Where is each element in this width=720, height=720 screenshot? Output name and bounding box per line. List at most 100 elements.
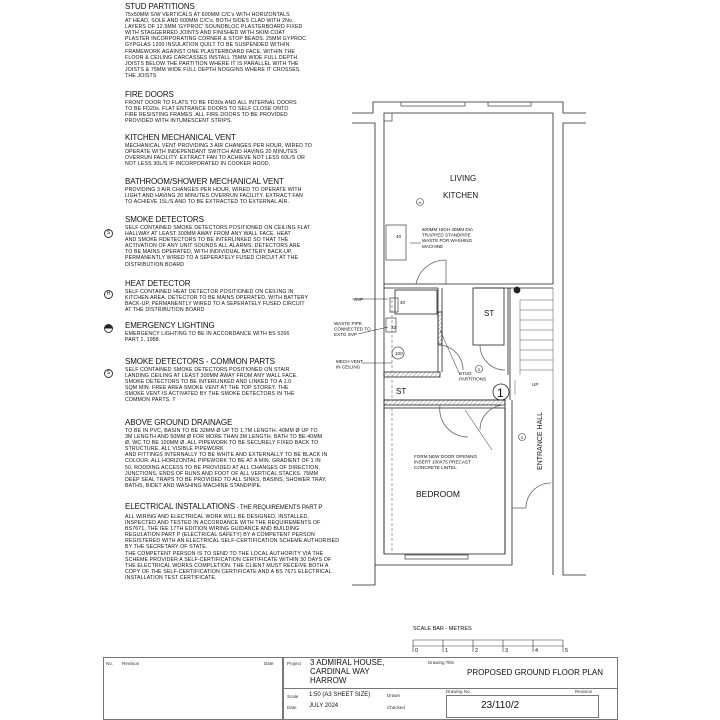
room-label-store: ST <box>396 387 406 396</box>
note-heading: BATHROOM/SHOWER MECHANICAL VENT <box>125 177 284 186</box>
scale-tick-label: 0 <box>415 648 418 654</box>
staircase <box>514 288 554 400</box>
scale-value: 1:50 (A3 SHEET SIZE) <box>309 692 371 698</box>
heat-detector-icon <box>416 198 424 206</box>
label-line: CONNECTED TO <box>334 327 371 332</box>
scale-label: Scale <box>287 694 299 699</box>
label-line: CONCRETE LINTEL <box>414 465 457 470</box>
label-line: MECH VENT <box>336 359 363 364</box>
smoke-detector-symbol-icon: S <box>104 369 113 378</box>
room-label-kitchen: KITCHEN <box>443 191 478 200</box>
project-label: Project <box>287 661 302 666</box>
note-body: EMERGENCY LIGHTING TO BE IN ACCORDANCE W… <box>125 331 290 344</box>
note-heading: STUD PARTITIONS <box>125 2 195 11</box>
label-line: 600MM HIGH 40MM DIA <box>422 227 474 232</box>
label-line: EXTG SVP <box>334 332 357 337</box>
note-heading: KITCHEN MECHANICAL VENT <box>125 133 236 142</box>
note-body: PROVIDING 3 AIR CHANGES PER HOUR, WIRED … <box>125 187 303 206</box>
room-label-store: ST <box>484 309 494 318</box>
note-body: 75x50MM S/W VERTICALS AT 600MM C/C's WIT… <box>125 12 307 79</box>
flat-number-icon <box>492 383 510 401</box>
note-heading: FIRE DOORS <box>125 90 174 99</box>
smoke-detector-letter: S <box>521 435 524 440</box>
walls <box>352 101 586 586</box>
svp-label: SVP <box>354 297 363 302</box>
drawing-no-label: Drawing No. <box>446 689 471 694</box>
heat-detector-symbol-icon: H <box>104 290 113 299</box>
date-label: Date <box>287 705 297 710</box>
note-heading: EMERGENCY LIGHTING <box>125 321 215 330</box>
pipe-size-label: 32 <box>391 325 397 330</box>
note-heading-sub: - THE REQUIREMENTS PART P <box>234 505 323 511</box>
heat-detector-letter: H <box>419 200 422 205</box>
date-label: Date <box>264 661 274 666</box>
pipe-size-label: 100 <box>395 351 403 356</box>
scale-tick-label: 4 <box>535 648 538 654</box>
note-heading: SMOKE DETECTORS - COMMON PARTS <box>125 357 275 366</box>
checked-label: Checked <box>387 705 405 710</box>
scale-tick-label: 1 <box>445 648 448 654</box>
scale-tick-label: 2 <box>475 648 478 654</box>
note-electrical: ELECTRICAL INSTALLATIONS - THE REQUIREME… <box>125 502 350 581</box>
emergency-light-icon <box>104 324 113 333</box>
stair-up-label: UP <box>532 382 538 387</box>
smoke-detector-symbol-icon: S <box>104 229 113 238</box>
note-body: SELF CONTAINED HEAT DETECTOR POSITIONED … <box>125 289 309 314</box>
label-line: WASTE PIPE <box>334 321 362 326</box>
note-body: SELF CONTAINED SMOKE DETECTORS POSITIONE… <box>125 367 298 404</box>
scale-tick-label: 5 <box>565 648 568 654</box>
note-heading: ELECTRICAL INSTALLATIONS - THE REQUIREME… <box>125 502 350 513</box>
smoke-detector-icon <box>518 433 526 441</box>
note-heading: SMOKE DETECTORS <box>125 215 204 224</box>
date-value: JULY 2024 <box>309 703 339 709</box>
smoke-detector-letter: S <box>478 367 481 372</box>
pipe-size-label: 40 <box>400 300 406 305</box>
pipe-size-label: 40 <box>396 234 402 239</box>
note-body: MECHANICAL VENT PROVIDING 3 AIR CHANGES … <box>125 143 312 168</box>
label-line: WASTE FOR WASHING <box>422 238 473 243</box>
label-line: STUD <box>459 371 472 376</box>
room-label-living: LIVING <box>450 174 476 183</box>
revision-label: Revision <box>575 689 593 694</box>
drawing-number: 23/110/2 <box>481 700 520 711</box>
label-line: TRAPPED STANDPIPE <box>422 233 471 238</box>
label-line: MACHINE <box>422 244 443 249</box>
note-body: SELF CONTAINED SMOKE DETECTORS POSITIONE… <box>125 225 311 268</box>
revision-box <box>103 657 283 720</box>
drawing-title: PROPOSED GROUND FLOOR PLAN <box>467 668 604 677</box>
drawing-no-box <box>446 695 599 718</box>
no-label: No. <box>106 661 114 666</box>
label-line: IN CEILING <box>336 365 361 370</box>
room-label-bedroom: BEDROOM <box>416 489 460 499</box>
note-heading: ABOVE GROUND DRAINAGE <box>125 418 233 427</box>
note-heading: HEAT DETECTOR <box>125 279 191 288</box>
flat-number: 1 <box>497 386 504 400</box>
scale-bar-title: SCALE BAR - METRES <box>413 626 472 632</box>
note-body: TO BE IN PVC, BASIN TO BE 32MM Ø UP TO 1… <box>125 428 328 489</box>
drawing-title-label: Drawing Title <box>428 660 455 665</box>
room-label-entrance-hall: ENTRANCE HALL <box>537 412 544 470</box>
smoke-detector-icon <box>475 365 483 373</box>
label-line: FORM NEW DOOR OPENING <box>414 454 477 459</box>
note-heading-main: ELECTRICAL INSTALLATIONS <box>125 502 235 511</box>
scale-bar <box>412 639 564 652</box>
note-body: FRONT DOOR TO FLATS TO BE FD30s AND ALL … <box>125 100 297 125</box>
project-name: 3 ADMIRAL HOUSE, CARDINAL WAY HARROW <box>310 658 385 685</box>
title-divider <box>283 688 618 689</box>
revision-label: Revision <box>122 661 140 666</box>
